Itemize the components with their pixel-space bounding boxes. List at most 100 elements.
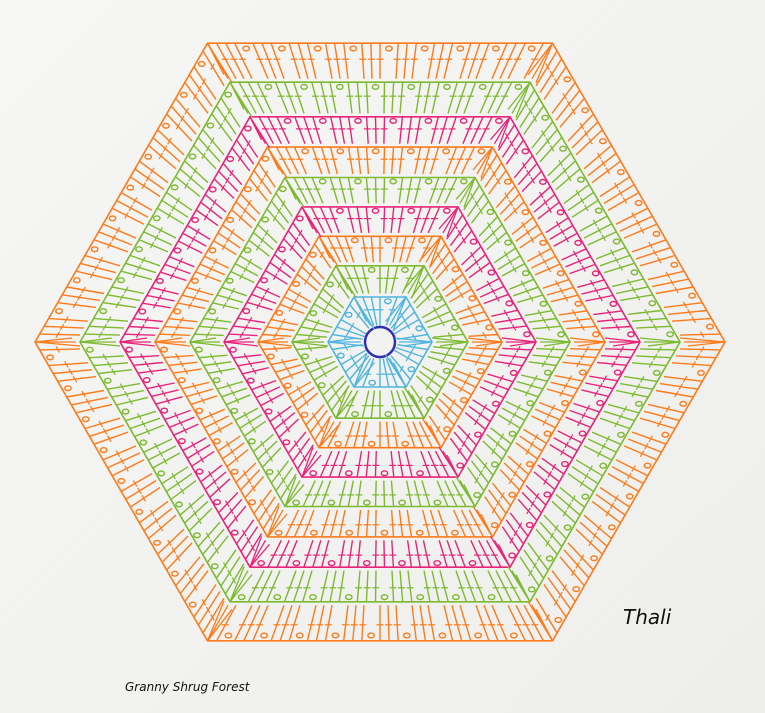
double-crochet-stitch (399, 451, 403, 477)
double-crochet-stitch (399, 147, 402, 174)
double-crochet-stitch (532, 355, 561, 358)
double-crochet-stitch (288, 432, 306, 453)
double-crochet-stitch (620, 295, 653, 301)
chain-stitch (262, 156, 268, 161)
double-crochet-stitch (444, 43, 453, 78)
double-crochet-stitch (588, 153, 616, 175)
double-crochet-stitch (408, 117, 412, 144)
chain-stitch (268, 354, 274, 359)
double-crochet-stitch (67, 391, 104, 398)
double-crochet-stitch (500, 43, 516, 78)
chain-stitch (139, 309, 145, 314)
double-crochet-stitch (407, 178, 412, 204)
chain-stitch (301, 85, 307, 90)
corner-increase-stitch (250, 536, 262, 567)
double-crochet-stitch (107, 295, 140, 301)
double-crochet-stitch (85, 418, 120, 428)
double-crochet-stitch (199, 326, 228, 329)
double-crochet-stitch (431, 117, 438, 144)
double-crochet-stitch (531, 416, 555, 428)
double-crochet-stitch (49, 318, 88, 321)
chain-stitch (444, 208, 450, 213)
double-crochet-stitch (130, 177, 160, 197)
double-crochet-stitch (384, 147, 385, 174)
double-crochet-stitch (508, 43, 525, 78)
double-crochet-stitch (103, 446, 136, 460)
chain-stitch (196, 469, 202, 474)
double-crochet-stitch (339, 178, 345, 204)
chain-stitch (109, 216, 115, 221)
double-crochet-stitch (250, 178, 268, 201)
double-crochet-stitch (608, 193, 639, 211)
double-crochet-stitch (169, 362, 198, 365)
stitch-crossbar (526, 449, 530, 455)
stitch-crossbar (282, 419, 286, 425)
stitch-crossbar (597, 525, 601, 531)
chain-stitch (192, 279, 198, 284)
double-crochet-stitch (566, 326, 596, 328)
chain-stitch (593, 271, 599, 276)
double-crochet-stitch (322, 510, 330, 537)
chain-stitch (243, 309, 249, 314)
double-crochet-stitch (326, 43, 333, 78)
double-crochet-stitch (424, 571, 430, 602)
double-crochet-stitch (576, 460, 603, 476)
double-crochet-stitch (456, 571, 466, 602)
double-crochet-stitch (604, 185, 634, 204)
chain-stitch (337, 149, 343, 154)
double-crochet-stitch (479, 217, 498, 237)
double-crochet-stitch (512, 217, 533, 234)
double-crochet-stitch (656, 287, 693, 294)
double-crochet-stitch (572, 200, 598, 217)
double-crochet-stitch (232, 148, 250, 171)
double-crochet-stitch (302, 267, 321, 286)
double-crochet-stitch (253, 434, 273, 451)
chain-stitch (609, 525, 615, 530)
double-crochet-stitch (564, 550, 589, 578)
double-crochet-stitch (400, 236, 406, 262)
double-crochet-stitch (330, 82, 336, 113)
chain-stitch (355, 179, 361, 184)
double-crochet-stitch (270, 406, 291, 421)
chain-stitch (172, 185, 178, 190)
double-crochet-stitch (412, 43, 416, 78)
chain-stitch (243, 46, 249, 51)
double-crochet-stitch (522, 171, 541, 191)
double-crochet-stitch (371, 391, 374, 419)
double-crochet-stitch (416, 540, 421, 567)
double-crochet-stitch (601, 356, 631, 358)
double-crochet-stitch (158, 130, 184, 155)
double-crochet-stitch (330, 178, 338, 204)
chain-stitch (293, 561, 299, 566)
chain-stitch (231, 469, 237, 474)
double-crochet-stitch (331, 510, 338, 537)
double-crochet-stitch (492, 605, 507, 641)
double-crochet-stitch (164, 326, 194, 328)
stitch-crossbar (261, 237, 265, 243)
chain-stitch (557, 210, 563, 215)
chain-stitch (248, 378, 254, 383)
double-crochet-stitch (416, 289, 437, 308)
chain-stitch (579, 431, 585, 436)
chain-stitch (546, 556, 552, 561)
double-crochet-stitch (640, 418, 675, 428)
double-crochet-stitch (362, 43, 364, 78)
chain-stitch (319, 179, 325, 184)
chain-stitch (181, 93, 187, 98)
stitch-crossbar (163, 146, 167, 152)
chain-stitch (249, 500, 255, 505)
double-crochet-stitch (162, 200, 188, 217)
double-crochet-stitch (178, 241, 202, 253)
chain-stitch (480, 85, 486, 90)
double-crochet-stitch (562, 362, 591, 365)
double-crochet-stitch (488, 82, 503, 113)
chain-stitch (505, 179, 511, 184)
double-crochet-stitch (354, 422, 360, 448)
double-crochet-stitch (480, 82, 494, 113)
double-crochet-stitch (419, 371, 441, 388)
chain-stitch (662, 432, 668, 437)
double-crochet-stitch (204, 362, 232, 366)
chain-stitch (511, 371, 517, 376)
chain-stitch (190, 602, 196, 607)
double-crochet-stitch (262, 335, 291, 337)
